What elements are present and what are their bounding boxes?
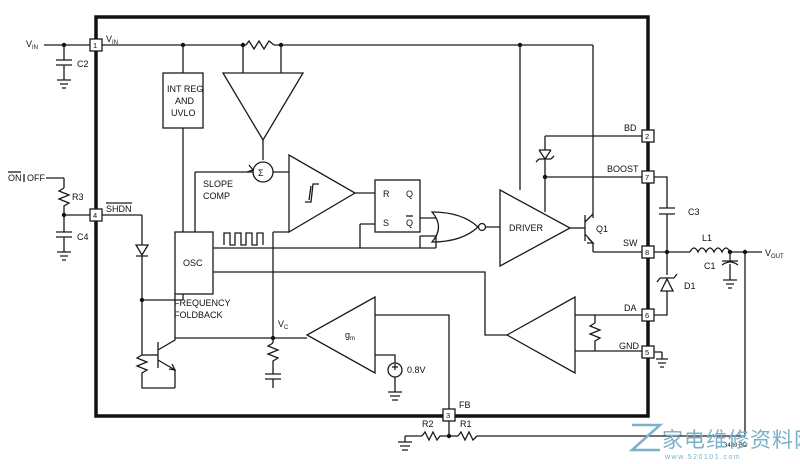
svg-text:FOLDBACK: FOLDBACK xyxy=(174,310,223,320)
shdn-label: SHDN xyxy=(106,204,132,214)
svg-text:Q1: Q1 xyxy=(596,224,608,234)
svg-text:1: 1 xyxy=(93,41,97,50)
svg-text:gm: gm xyxy=(345,330,355,342)
r1-resistor xyxy=(457,430,745,442)
r3-label: R3 xyxy=(72,192,84,202)
bd-diode xyxy=(538,149,552,177)
int-reg-uvlo-block xyxy=(162,72,204,129)
osc-block xyxy=(174,231,214,295)
fb-label: FB xyxy=(459,400,471,410)
c3-label: C3 xyxy=(688,207,700,217)
svg-text:2: 2 xyxy=(645,132,649,141)
svg-text:OSC: OSC xyxy=(183,258,203,268)
nor-gate xyxy=(430,211,479,243)
svg-text:AND: AND xyxy=(175,96,195,106)
sr-latch xyxy=(374,179,421,233)
r2-label: R2 xyxy=(422,419,434,429)
freq-foldback-label: FREQUENCY xyxy=(174,298,231,308)
svg-text:家电维修资料网: 家电维修资料网 xyxy=(662,429,800,452)
svg-text:7: 7 xyxy=(645,173,649,182)
da-sense-amp xyxy=(505,295,576,375)
r3-resistor xyxy=(57,187,71,215)
l1-inductor xyxy=(689,247,762,254)
da-label: DA xyxy=(624,303,637,313)
svg-text:R: R xyxy=(383,189,390,199)
sw-label: SW xyxy=(623,238,638,248)
svg-text:5: 5 xyxy=(645,348,649,357)
vout-label: VOUT xyxy=(765,248,784,260)
gm-amplifier xyxy=(305,295,376,375)
vc-label: VC xyxy=(278,319,289,331)
vc-resistor xyxy=(265,342,281,388)
foldback-resistor xyxy=(135,354,175,389)
foldback-transistor xyxy=(157,294,176,388)
r2-resistor xyxy=(421,430,449,442)
watermark: 家电维修资料网 www.520101.com xyxy=(628,423,800,461)
sense-resistor xyxy=(245,39,275,51)
svg-text:6: 6 xyxy=(645,311,649,320)
part-code: 3480 BD xyxy=(724,443,748,449)
d1-diode xyxy=(654,277,675,316)
boost-label: BOOST xyxy=(607,164,639,174)
svg-text:Q: Q xyxy=(406,218,413,228)
svg-text:8: 8 xyxy=(645,248,649,257)
svg-text:www.520101.com: www.520101.com xyxy=(664,454,741,461)
shdn-diode xyxy=(134,244,150,300)
clock-waveform xyxy=(223,232,264,246)
svg-text:3: 3 xyxy=(446,411,450,420)
d1-label: D1 xyxy=(684,281,696,291)
slope-comp-label: SLOPE xyxy=(203,179,233,189)
svg-text:Σ: Σ xyxy=(258,168,264,178)
svg-text:4: 4 xyxy=(93,211,97,220)
vin-pin-label: VIN xyxy=(106,34,118,46)
gnd-label: GND xyxy=(619,341,640,351)
svg-text:UVLO: UVLO xyxy=(171,108,196,118)
c2-label: C2 xyxy=(77,59,89,69)
on-label: ON xyxy=(8,173,22,183)
svg-text:COMP: COMP xyxy=(203,191,230,201)
r1-label: R1 xyxy=(460,419,472,429)
da-resistor xyxy=(588,322,602,351)
c1-label: C1 xyxy=(704,261,716,271)
svg-text:INT REG: INT REG xyxy=(167,84,203,94)
pwm-comparator xyxy=(288,153,357,234)
svg-text:Q: Q xyxy=(406,189,413,199)
driver-block xyxy=(499,188,572,268)
svg-text:DRIVER: DRIVER xyxy=(509,223,544,233)
vin-ext-label: VIN xyxy=(26,39,38,51)
l1-label: L1 xyxy=(702,233,712,243)
c4-label: C4 xyxy=(77,232,89,242)
vref-label: 0.8V xyxy=(407,365,426,375)
current-sense-amp xyxy=(221,72,305,142)
off-label: OFF xyxy=(27,173,45,183)
svg-text:S: S xyxy=(383,218,389,228)
bd-label: BD xyxy=(624,123,637,133)
